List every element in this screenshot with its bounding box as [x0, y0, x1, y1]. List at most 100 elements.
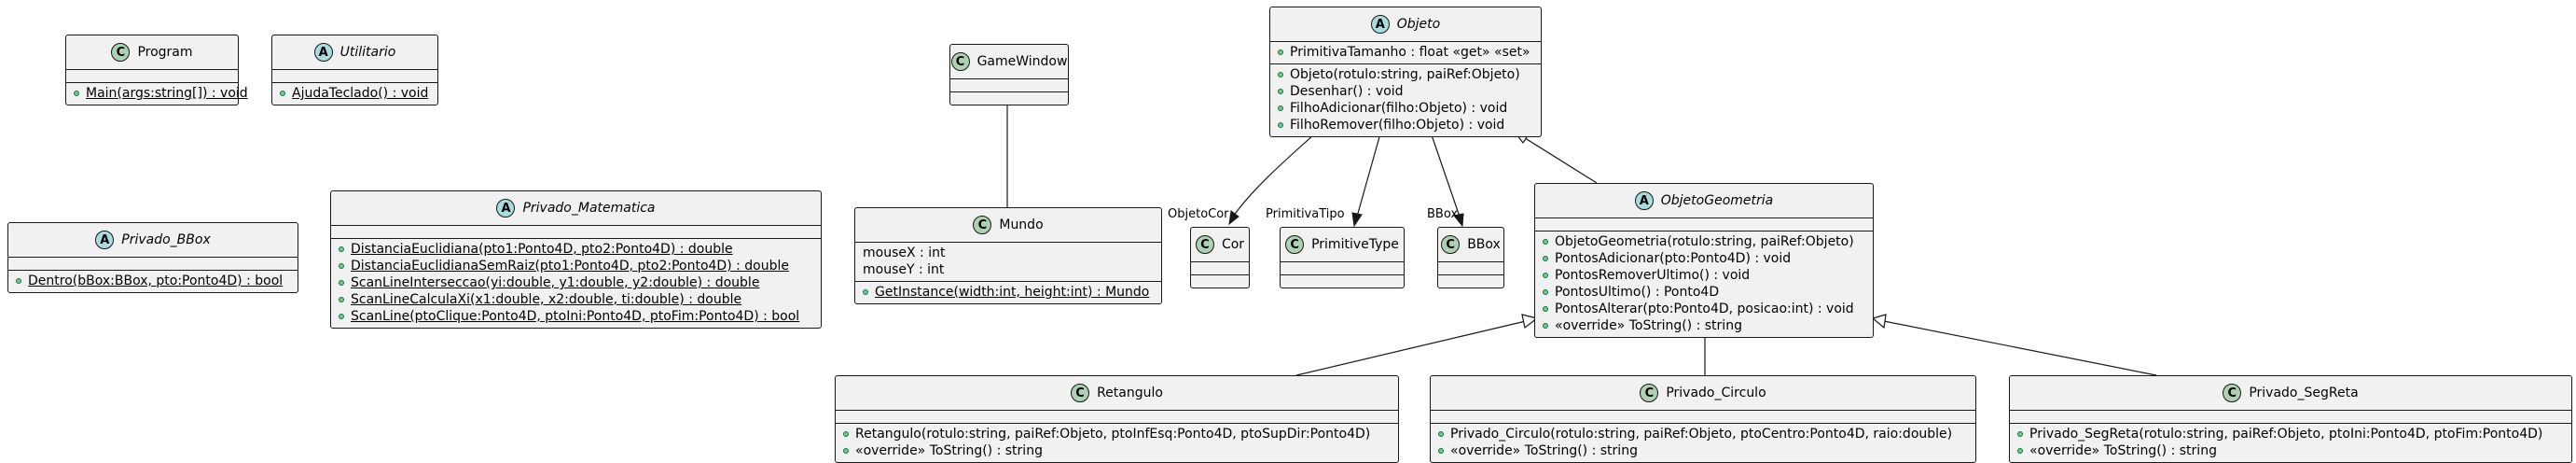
methods-section: DistanciaEuclidiana(pto1:Ponto4D, pto2:P…	[331, 238, 821, 328]
method-text: Retangulo(rotulo:string, paiRef:Objeto, …	[855, 427, 1371, 442]
method-row: Dentro(bBox:BBox, pto:Ponto4D) : bool	[8, 273, 298, 289]
method-text: ScanLineInterseccao(yi:double, y1:double…	[351, 275, 760, 290]
methods-section: GetInstance(width:int, height:int) : Mun…	[855, 281, 1161, 303]
method-text: GetInstance(width:int, height:int) : Mun…	[875, 285, 1150, 300]
public-visibility-icon	[843, 431, 849, 437]
fields-section	[331, 225, 821, 238]
method-text: Privado_Circulo(rotulo:string, paiRef:Ob…	[1450, 427, 1953, 442]
method-text: ScanLine(ptoClique:Ponto4D, ptoIni:Ponto…	[351, 309, 800, 324]
method-row: ObjetoGeometria(rotulo:string, paiRef:Ob…	[1535, 233, 1873, 250]
method-text: Objeto(rotulo:string, paiRef:Objeto)	[1290, 67, 1520, 82]
methods-section: Dentro(bBox:BBox, pto:Ponto4D) : bool	[8, 270, 298, 292]
class-name: PrimitiveType	[1311, 237, 1399, 252]
fields-section	[8, 257, 298, 270]
method-row: Main(args:string[]) : void	[66, 85, 248, 102]
public-visibility-icon	[2017, 431, 2023, 437]
fields-section	[1535, 217, 1873, 231]
public-visibility-icon	[1278, 49, 1283, 55]
method-row: Retangulo(rotulo:string, paiRef:Objeto, …	[836, 426, 1398, 442]
class-name: Privado_SegReta	[2249, 386, 2359, 400]
abstract-class-icon: A	[496, 199, 516, 217]
class-gamewindow[interactable]: C GameWindow	[949, 44, 1069, 105]
methods-section	[1281, 274, 1404, 288]
methods-section: Privado_SegReta(rotulo:string, paiRef:Ob…	[2010, 423, 2571, 462]
public-visibility-icon	[16, 278, 21, 284]
public-visibility-icon	[1543, 239, 1548, 245]
class-name: GameWindow	[976, 54, 1068, 69]
class-icon: C	[1071, 384, 1090, 402]
fields-section: PrimitivaTamanho : float «get» «set»	[1270, 41, 1541, 63]
method-text: DistanciaEuclidiana(pto1:Ponto4D, pto2:P…	[351, 242, 733, 257]
public-visibility-icon	[1278, 89, 1283, 94]
class-header: A Utilitario	[272, 35, 437, 69]
method-text: DistanciaEuclidianaSemRaiz(pto1:Ponto4D,…	[351, 259, 789, 274]
method-text: Privado_SegReta(rotulo:string, paiRef:Ob…	[2029, 427, 2543, 442]
class-name: Privado_Matematica	[522, 201, 656, 216]
method-text: PontosUltimo() : Ponto4D	[1555, 285, 1720, 300]
method-text: ScanLineCalculaXi(x1:double, x2:double, …	[351, 292, 742, 307]
method-text: FilhoAdicionar(filho:Objeto) : void	[1290, 101, 1508, 116]
field-text: mouseY : int	[863, 262, 945, 277]
method-row: «override» ToString() : string	[1431, 442, 1975, 459]
method-row: ScanLineCalculaXi(x1:double, x2:double, …	[331, 291, 821, 308]
public-visibility-icon	[1543, 323, 1548, 329]
fields-section	[950, 78, 1068, 91]
class-icon: C	[111, 43, 131, 62]
abstract-class-icon: A	[313, 43, 333, 62]
public-visibility-icon	[339, 297, 344, 302]
method-row: Objeto(rotulo:string, paiRef:Objeto)	[1270, 66, 1541, 83]
method-text: PontosAlterar(pto:Ponto4D, posicao:int) …	[1555, 302, 1854, 316]
field-row: mouseY : int	[855, 261, 1161, 278]
class-name: Mundo	[999, 217, 1044, 232]
field-row: mouseX : int	[855, 245, 1161, 261]
public-visibility-icon	[280, 91, 285, 96]
field-text: mouseX : int	[863, 246, 946, 260]
field-row: PrimitivaTamanho : float «get» «set»	[1270, 44, 1541, 61]
fields-section	[66, 69, 238, 82]
methods-section: Privado_Circulo(rotulo:string, paiRef:Ob…	[1431, 423, 1975, 462]
public-visibility-icon	[1543, 306, 1548, 312]
method-row: Privado_SegReta(rotulo:string, paiRef:Ob…	[2010, 426, 2571, 442]
abstract-class-icon: A	[95, 231, 115, 249]
fields-section	[1431, 410, 1975, 423]
class-name: Utilitario	[339, 45, 396, 60]
fields-section	[2010, 410, 2571, 423]
class-icon: C	[1195, 235, 1214, 254]
class-name: Privado_Circulo	[1666, 386, 1766, 400]
method-text: «override» ToString() : string	[1555, 318, 1742, 333]
method-row: ScanLine(ptoClique:Ponto4D, ptoIni:Ponto…	[331, 308, 821, 325]
public-visibility-icon	[74, 91, 79, 96]
method-row: DistanciaEuclidianaSemRaiz(pto1:Ponto4D,…	[331, 258, 821, 274]
method-row: GetInstance(width:int, height:int) : Mun…	[855, 284, 1161, 301]
method-text: PontosRemoverUltimo() : void	[1555, 268, 1751, 283]
method-row: PontosAlterar(pto:Ponto4D, posicao:int) …	[1535, 301, 1873, 317]
fields-section	[1281, 261, 1404, 274]
method-row: FilhoRemover(filho:Objeto) : void	[1270, 117, 1541, 133]
class-icon: C	[950, 52, 970, 71]
edge-label-objetocor: ObjetoCor	[1168, 207, 1229, 221]
method-row: PontosRemoverUltimo() : void	[1535, 267, 1873, 284]
methods-section	[1191, 274, 1249, 288]
class-name: BBox	[1467, 237, 1501, 252]
fields-section	[1191, 261, 1249, 274]
public-visibility-icon	[1278, 72, 1283, 77]
